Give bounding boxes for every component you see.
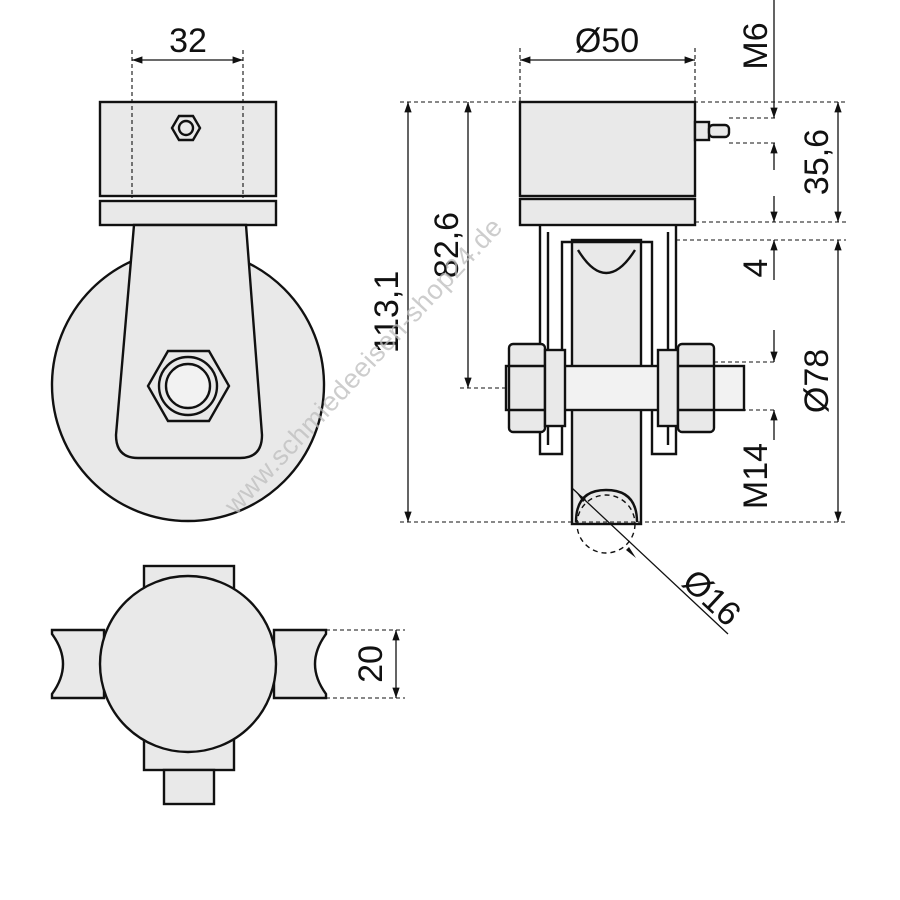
wheel-top-groove — [576, 249, 637, 275]
washer-right-side — [656, 348, 680, 428]
hex-nut-right-side — [676, 342, 716, 434]
top-view: 20 — [50, 564, 405, 806]
washer-left-side — [543, 348, 567, 428]
dim-label-35-6: 35,6 — [798, 129, 836, 195]
dim-label-113-1: 113,1 — [368, 271, 406, 354]
wheel-bottom-groove — [574, 488, 639, 523]
dim-label-dia-16: Ø16 — [675, 562, 748, 634]
dim-label-m14: M14 — [737, 443, 775, 509]
housing-side — [518, 100, 697, 198]
wheel-groove-left — [50, 628, 106, 700]
grease-nipple-tip-side — [707, 123, 731, 139]
side-view: Ø50 M6 35,6 4 Ø78 M14 82,6 113,1 Ø16 — [368, 0, 846, 635]
dim-label-dia-50: Ø50 — [575, 22, 639, 60]
dim-label-dia-78: Ø78 — [798, 349, 836, 413]
fork-bracket-front — [114, 223, 264, 460]
rope-section-hidden — [576, 494, 636, 554]
front-view: 32 — [50, 22, 326, 523]
dim-label-20: 20 — [352, 645, 390, 683]
washer-plate-front — [98, 199, 278, 227]
grease-nipple-front — [177, 119, 195, 137]
axle-washer-front — [157, 355, 219, 417]
dim-label-32: 32 — [169, 22, 207, 60]
grease-nipple-hex-front — [170, 114, 202, 142]
washer-plate-side — [518, 197, 697, 227]
wheel-groove-right — [272, 628, 328, 700]
hex-nut-left-side — [507, 342, 547, 434]
dim-label-4: 4 — [737, 259, 775, 278]
fork-side — [538, 225, 678, 456]
housing-top — [98, 574, 278, 754]
axle-bolt-front — [164, 362, 212, 410]
bolt-end-top — [162, 768, 216, 806]
grease-nipple-body-side — [693, 120, 711, 142]
dim-label-m6: M6 — [737, 22, 775, 69]
dim-label-82-6: 82,6 — [428, 212, 466, 278]
dim-line-dia-16 — [571, 487, 729, 635]
